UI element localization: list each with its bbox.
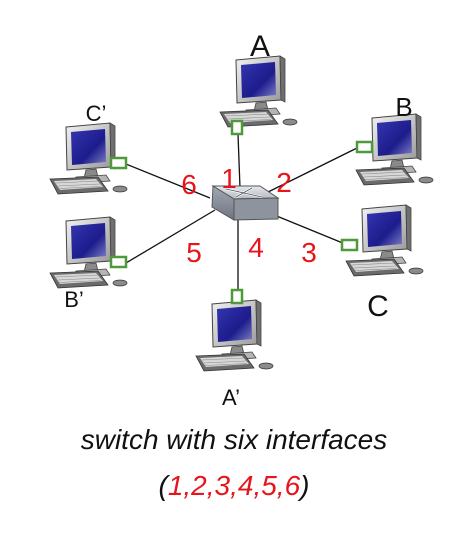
- host-b: [355, 113, 434, 186]
- link-6: [125, 163, 211, 199]
- caption-title: switch with six interfaces: [80, 424, 388, 455]
- host-label-b: B: [395, 92, 412, 122]
- interface-label-4: 4: [248, 232, 264, 263]
- caption-close-paren: ): [300, 470, 310, 501]
- interface-label-3: 3: [301, 237, 317, 268]
- interface-label-5: 5: [186, 237, 202, 268]
- host-c: [340, 204, 424, 277]
- host-label-c-prime: C’: [86, 101, 107, 126]
- connector-icon: [230, 288, 244, 305]
- connector-icon: [109, 255, 128, 269]
- interface-label-6: 6: [181, 169, 197, 200]
- connector-icon: [109, 156, 128, 170]
- link-2: [261, 147, 358, 196]
- link-1: [237, 133, 241, 189]
- host-b-prime: [49, 216, 128, 289]
- host-label-a-prime: A’: [222, 385, 240, 410]
- caption-interface-list: (1,2,3,4,5,6): [0, 470, 468, 502]
- interface-label-2: 2: [276, 167, 292, 198]
- host-label-a: A: [250, 30, 270, 63]
- host-a-prime: [195, 288, 274, 372]
- host-label-c: C: [367, 290, 389, 323]
- connector-icon: [355, 140, 374, 154]
- caption-open-paren: (: [158, 470, 168, 501]
- host-label-b-prime: B’: [64, 287, 84, 312]
- switch-icon: [211, 185, 280, 221]
- link-5: [125, 209, 216, 264]
- host-c-prime: [49, 122, 128, 195]
- desktop-computer-icon: [219, 55, 298, 128]
- connector-icon: [340, 238, 359, 252]
- caption-interface-numbers: 1,2,3,4,5,6: [167, 470, 301, 501]
- desktop-computer-icon: [49, 216, 128, 289]
- desktop-computer-icon: [195, 299, 274, 372]
- connector-icon: [230, 119, 244, 136]
- host-a: [219, 55, 298, 136]
- interface-label-1: 1: [221, 163, 237, 194]
